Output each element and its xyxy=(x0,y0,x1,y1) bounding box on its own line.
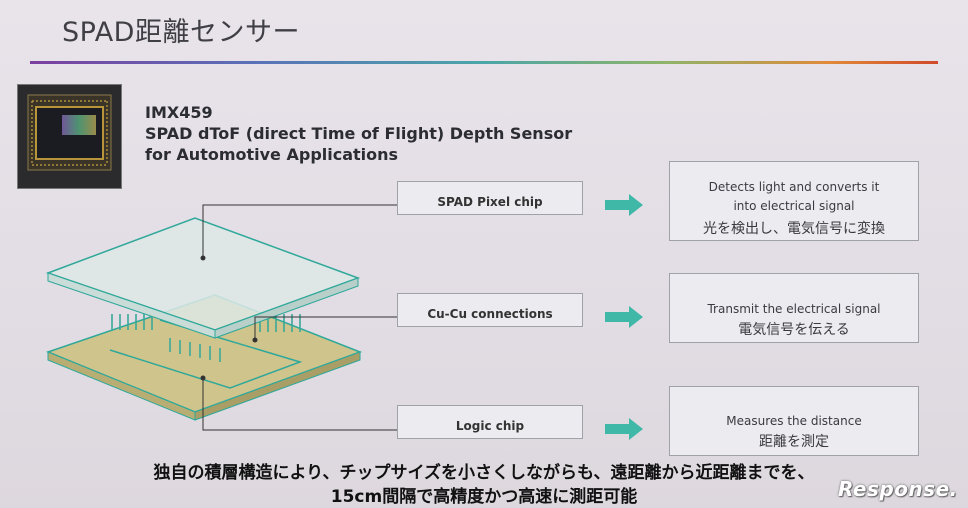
arrow-right-icon xyxy=(605,194,643,216)
label-text: SPAD Pixel chip xyxy=(437,195,543,209)
footer-line-2: 15cm間隔で高精度かつ高速に測距可能 xyxy=(330,487,638,507)
label-logic-chip: Logic chip xyxy=(397,405,583,439)
desc-en-line-2: into electrical signal xyxy=(733,199,855,213)
desc-jp: 光を検出し、電気信号に変換 xyxy=(703,221,885,237)
arrow-right-icon xyxy=(605,306,643,328)
chip-photo xyxy=(18,85,121,188)
label-cu-cu-connections: Cu-Cu connections xyxy=(397,293,583,327)
desc-jp: 距離を測定 xyxy=(759,434,829,450)
desc-spad-pixel-chip: Detects light and converts it into elect… xyxy=(669,161,919,241)
desc-logic-chip: Measures the distance 距離を測定 xyxy=(669,386,919,456)
product-line-2: for Automotive Applications xyxy=(145,145,399,164)
desc-cu-cu-connections: Transmit the electrical signal 電気信号を伝える xyxy=(669,273,919,343)
slide-title: SPAD距離センサー xyxy=(62,17,300,48)
product-model: IMX459 xyxy=(145,103,213,122)
arrow-right-icon xyxy=(605,418,643,440)
leader-lines xyxy=(202,204,398,431)
title-divider xyxy=(30,61,938,64)
spad-pixel-plate xyxy=(45,217,361,339)
response-watermark-logo: Response. xyxy=(838,477,958,501)
label-text: Logic chip xyxy=(455,419,525,433)
desc-en-line-1: Measures the distance xyxy=(726,414,862,428)
desc-en-line-1: Detects light and converts it xyxy=(708,180,880,194)
desc-jp: 電気信号を伝える xyxy=(738,322,850,338)
logic-chip-plate xyxy=(45,294,363,421)
footer-line-1: 独自の積層構造により、チップサイズを小さくしながらも、遠距離から近距離までを、 xyxy=(153,463,815,483)
desc-en-line-1: Transmit the electrical signal xyxy=(707,302,881,316)
label-text: Cu-Cu connections xyxy=(427,307,553,321)
product-description: IMX459 SPAD dToF (direct Time of Flight)… xyxy=(145,102,572,165)
label-spad-pixel-chip: SPAD Pixel chip xyxy=(397,181,583,215)
product-line-1: SPAD dToF (direct Time of Flight) Depth … xyxy=(145,124,573,143)
